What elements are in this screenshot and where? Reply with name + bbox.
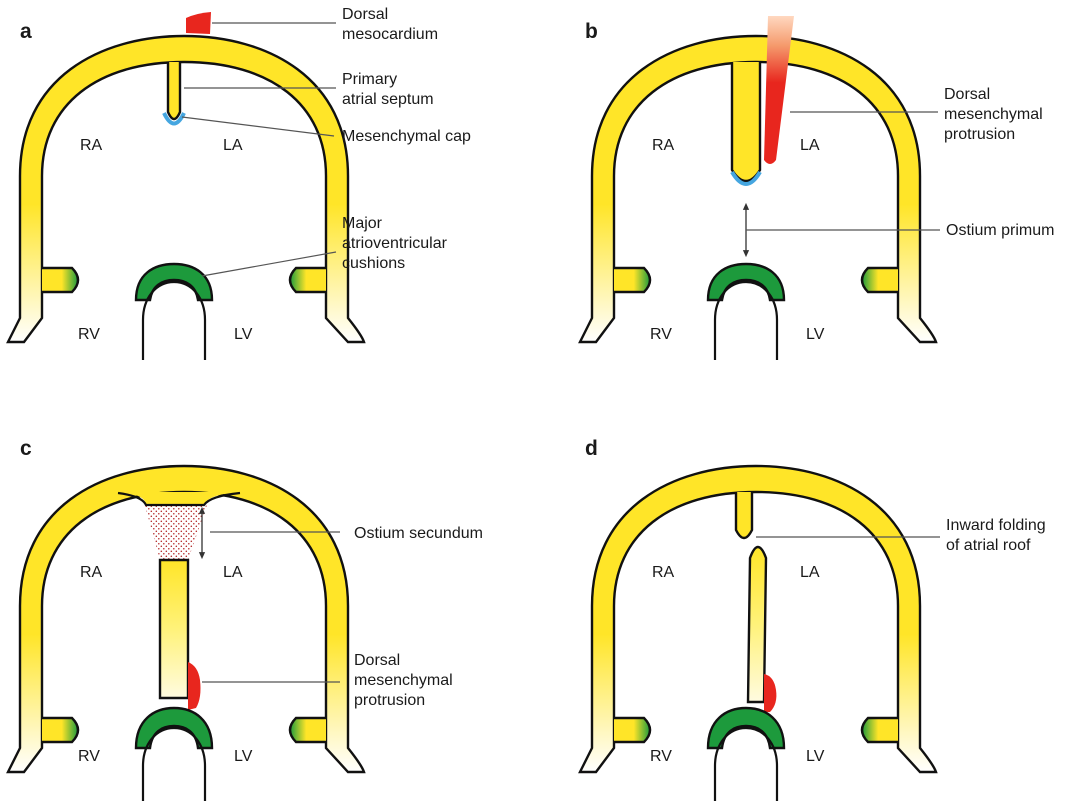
panel-d: d RA LA RV LV Inward folding of atrial r… xyxy=(580,437,1050,801)
chamber-rv: RV xyxy=(78,748,100,765)
panel-b: b RA LA RV LV Dorsal mesenchymal protrus… xyxy=(580,16,1054,360)
left-av-cushion xyxy=(862,268,898,292)
panel-letter-d: d xyxy=(585,437,598,460)
chamber-rv: RV xyxy=(650,326,672,343)
label-ostium-secundum: Ostium secundum xyxy=(354,525,483,542)
right-av-cushion xyxy=(614,268,650,292)
left-av-cushion xyxy=(290,718,326,742)
chamber-la: LA xyxy=(223,564,243,581)
panel-letter-c: c xyxy=(20,437,32,460)
chamber-la: LA xyxy=(800,137,820,154)
chamber-rv: RV xyxy=(650,748,672,765)
heart-diagram-a: RA LA RV LV xyxy=(8,12,364,360)
panel-a: a RA LA RV LV Dorsal mesocardium Primary… xyxy=(8,6,471,360)
label-dorsal-mesenchymal-protrusion: Dorsal mesenchymal protrusion xyxy=(944,86,1047,143)
chamber-ra: RA xyxy=(652,564,675,581)
label-primary-atrial-septum: Primary atrial septum xyxy=(342,71,434,108)
primary-atrial-septum xyxy=(168,62,180,119)
right-av-cushion xyxy=(614,718,650,742)
panel-letter-b: b xyxy=(585,20,598,43)
label-mesenchymal-cap: Mesenchymal cap xyxy=(342,128,471,145)
label-dorsal-mesenchymal-protrusion-c: Dorsal mesenchymal protrusion xyxy=(354,652,457,709)
panel-letter-a: a xyxy=(20,20,32,43)
inward-roof-fold xyxy=(736,492,752,538)
outflow-tube xyxy=(143,282,205,360)
left-av-cushion xyxy=(290,268,326,292)
panel-c: c RA LA RV LV Ostium secundum Dorsal mes… xyxy=(8,437,483,801)
outflow-tube xyxy=(143,728,205,801)
heart-diagram-c: RA LA RV LV xyxy=(8,466,364,801)
label-ostium-primum: Ostium primum xyxy=(946,222,1054,239)
dorsal-mesenchymal-protrusion xyxy=(764,16,794,164)
atrial-wall xyxy=(8,36,364,342)
heart-diagram-d: RA LA RV LV xyxy=(580,466,936,801)
chamber-ra: RA xyxy=(652,137,675,154)
dorsal-mesocardium xyxy=(186,12,211,34)
label-dorsal-mesocardium: Dorsal mesocardium xyxy=(342,6,438,43)
primary-atrial-septum xyxy=(160,560,188,698)
chamber-rv: RV xyxy=(78,326,100,343)
chamber-lv: LV xyxy=(806,748,825,765)
chamber-la: LA xyxy=(800,564,820,581)
label-major-av-cushions: Major atrioventricular cushions xyxy=(342,215,451,272)
chamber-lv: LV xyxy=(806,326,825,343)
left-av-cushion xyxy=(862,718,898,742)
right-av-cushion xyxy=(42,268,78,292)
outflow-tube xyxy=(715,282,777,360)
chamber-lv: LV xyxy=(234,748,253,765)
primary-atrial-septum xyxy=(748,547,766,702)
chamber-lv: LV xyxy=(234,326,253,343)
chamber-ra: RA xyxy=(80,137,103,154)
chamber-la: LA xyxy=(223,137,243,154)
ostium-secundum xyxy=(144,502,208,560)
dorsal-mesenchymal-protrusion xyxy=(188,662,201,710)
dorsal-mesenchymal-protrusion xyxy=(764,674,776,712)
outflow-tube xyxy=(715,728,777,801)
primary-atrial-septum xyxy=(732,62,760,181)
right-av-cushion xyxy=(42,718,78,742)
chamber-ra: RA xyxy=(80,564,103,581)
label-inward-folding: Inward folding of atrial roof xyxy=(946,517,1050,554)
heart-diagram-b: RA LA RV LV xyxy=(580,16,936,360)
